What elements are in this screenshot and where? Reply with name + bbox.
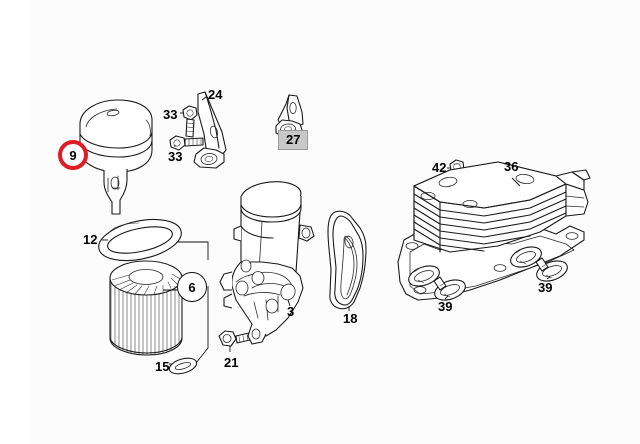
part-o-ring-seal-large[interactable] [95,213,185,268]
callout-badge-9[interactable]: 9 [58,140,88,170]
part-oil-filter-housing[interactable] [219,179,315,345]
part-label-27[interactable]: 27 [278,130,309,150]
part-label-15[interactable]: 15 [155,359,170,374]
part-oil-cooler-seal-right[interactable] [508,243,570,285]
part-hex-flange-bolt-lower[interactable] [169,135,204,151]
part-label-36[interactable]: 36 [504,159,519,174]
part-label-12[interactable]: 12 [83,232,98,247]
part-label-39-right[interactable]: 39 [538,280,553,295]
part-engine-oil-cooler[interactable] [397,161,591,301]
part-housing-bolt[interactable] [218,330,255,347]
part-label-3[interactable]: 3 [287,304,295,319]
part-oil-filter-cap[interactable] [79,99,153,215]
part-label-21[interactable]: 21 [224,355,239,370]
part-label-24[interactable]: 24 [208,87,223,102]
part-label-33-lower[interactable]: 33 [168,149,183,164]
leader-lines [102,96,551,365]
part-oil-filter-element[interactable] [109,260,183,356]
part-label-33-upper[interactable]: 33 [163,107,178,122]
part-oil-cooler-seal-left[interactable] [406,262,468,304]
callout-number: 9 [69,147,77,163]
part-mounting-bracket[interactable] [193,91,227,169]
part-drain-plug-o-ring[interactable] [168,355,199,376]
part-label-42[interactable]: 42 [432,160,447,175]
part-label-18[interactable]: 18 [343,311,358,326]
part-label-39-left[interactable]: 39 [438,299,453,314]
callout-badge-6[interactable]: 6 [177,272,207,302]
part-housing-gasket[interactable] [327,210,367,310]
part-hex-flange-bolt-upper[interactable] [182,105,198,138]
callout-number: 6 [188,279,196,295]
